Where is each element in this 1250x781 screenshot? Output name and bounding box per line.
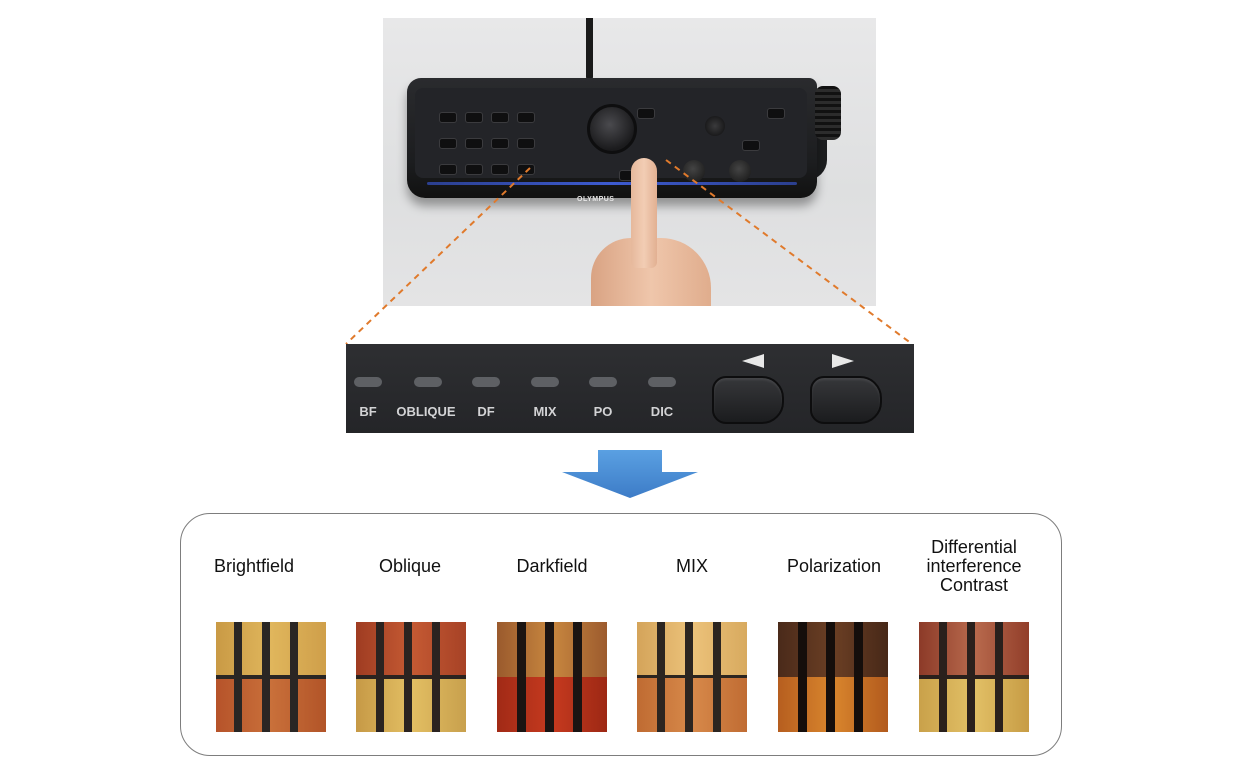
indicator-label-dic: DIC bbox=[650, 404, 674, 419]
brand-label: OLYMPUS bbox=[577, 196, 615, 203]
hand-finger bbox=[591, 158, 711, 306]
indicator-led-bf bbox=[354, 377, 382, 387]
mode-title-mix: MIX bbox=[675, 556, 708, 576]
observation-modes-panel: Brightfield Oblique Darkfield MIX Polari… bbox=[180, 513, 1062, 756]
indicator-led-oblique bbox=[414, 377, 442, 387]
down-arrow-icon bbox=[562, 450, 698, 498]
main-dial-icon bbox=[587, 104, 637, 154]
sample-image-polarization bbox=[778, 622, 888, 732]
dial-icon bbox=[729, 160, 751, 182]
hand-switch-device: OLYMPUS bbox=[407, 78, 841, 206]
right-arrow-button[interactable] bbox=[810, 376, 882, 424]
left-arrow-icon bbox=[742, 354, 764, 368]
indicator-label-mix: MIX bbox=[533, 404, 557, 419]
sample-image-darkfield bbox=[497, 622, 607, 732]
sample-image-oblique bbox=[356, 622, 466, 732]
sample-image-brightfield bbox=[216, 622, 326, 732]
mode-title-darkfield: Darkfield bbox=[516, 556, 588, 576]
joystick-icon bbox=[705, 116, 725, 136]
indicator-label-po: PO bbox=[593, 404, 613, 419]
indicator-label-oblique: OBLIQUE bbox=[396, 404, 456, 419]
dial-icon bbox=[683, 160, 705, 182]
sample-image-dic bbox=[919, 622, 1029, 732]
indicator-led-mix bbox=[531, 377, 559, 387]
cable bbox=[586, 18, 593, 80]
indicator-label-df: DF bbox=[477, 404, 495, 419]
focus-knob-icon bbox=[815, 86, 841, 140]
indicator-led-df bbox=[472, 377, 500, 387]
left-arrow-button[interactable] bbox=[712, 376, 784, 424]
indicator-led-po bbox=[589, 377, 617, 387]
mode-title-dic: Differential interference Contrast bbox=[926, 537, 1022, 595]
mode-title-brightfield: Brightfield bbox=[213, 556, 295, 576]
indicator-label-bf: BF bbox=[359, 404, 377, 419]
indicator-led-dic bbox=[648, 377, 676, 387]
right-arrow-icon bbox=[832, 354, 854, 368]
blue-led-strip bbox=[427, 182, 797, 185]
zoomed-control-panel: BF OBLIQUE DF MIX PO DIC bbox=[346, 344, 914, 433]
sample-image-mix bbox=[637, 622, 747, 732]
controller-photo: OLYMPUS bbox=[383, 18, 876, 306]
mode-title-oblique: Oblique bbox=[378, 556, 442, 576]
mode-title-polarization: Polarization bbox=[786, 556, 882, 576]
